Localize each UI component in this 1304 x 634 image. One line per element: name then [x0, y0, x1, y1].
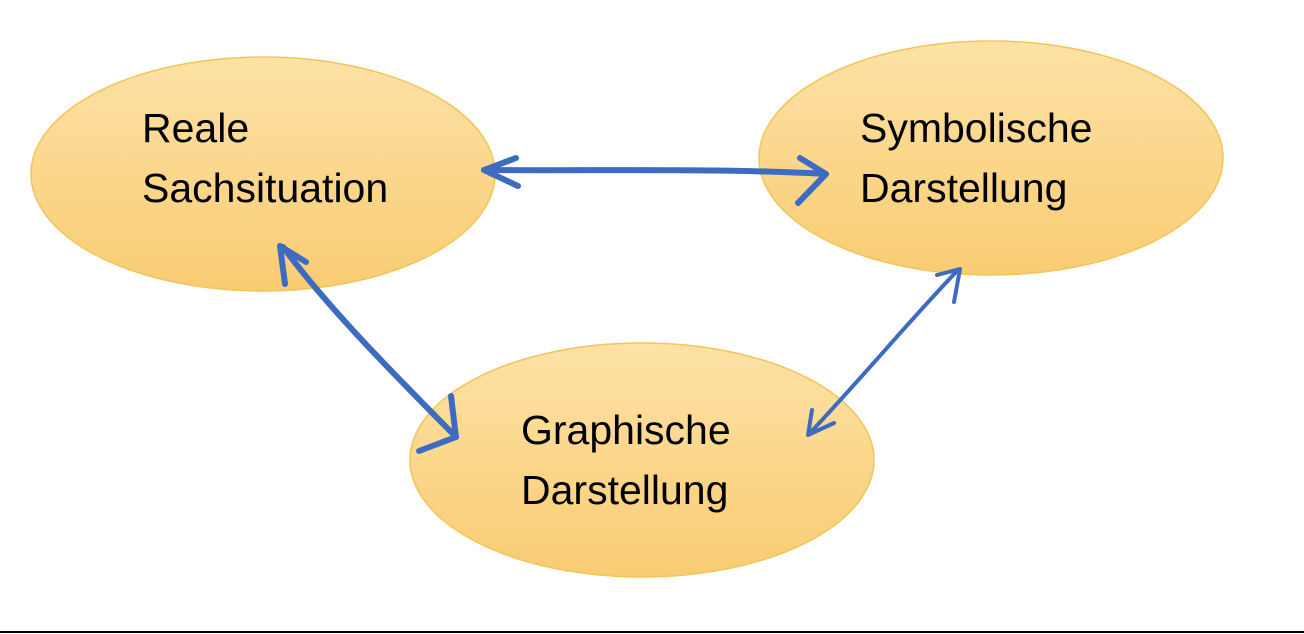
edge-graphische-symbolische-shaft — [807, 268, 960, 436]
label-reale-line2: Sachsituation — [142, 165, 389, 211]
edge-graphische-symbolische-head-top — [935, 267, 962, 304]
edge-reale-graphische-head-top — [277, 243, 309, 287]
edge-reale-symbolische — [481, 155, 829, 206]
edge-graphische-symbolische-head-bottom — [806, 408, 836, 437]
label-reale-sachsituation: Reale Sachsituation — [142, 98, 388, 218]
label-symbolische-darstellung: Symbolische Darstellung — [860, 98, 1092, 218]
label-reale-line1: Reale — [142, 105, 250, 151]
edge-reale-symbolische-head-left — [481, 155, 521, 189]
label-graphische-darstellung: Graphische Darstellung — [521, 400, 731, 520]
node-symbolische-darstellung — [758, 40, 1224, 276]
label-graphische-line1: Graphische — [521, 407, 731, 453]
label-symbolische-line2: Darstellung — [860, 165, 1068, 211]
edge-graphische-symbolische — [806, 267, 962, 437]
node-graphische-darstellung — [409, 342, 875, 578]
edge-reale-graphische — [277, 243, 459, 454]
edge-reale-graphische-shaft — [280, 244, 459, 440]
edge-reale-symbolische-shaft — [481, 167, 829, 177]
edge-reale-graphische-head-bottom — [416, 393, 459, 454]
bottom-divider-line — [0, 631, 1304, 633]
label-graphische-line2: Darstellung — [521, 467, 729, 513]
edge-reale-symbolische-head-right — [795, 155, 829, 206]
label-symbolische-line1: Symbolische — [860, 105, 1093, 151]
